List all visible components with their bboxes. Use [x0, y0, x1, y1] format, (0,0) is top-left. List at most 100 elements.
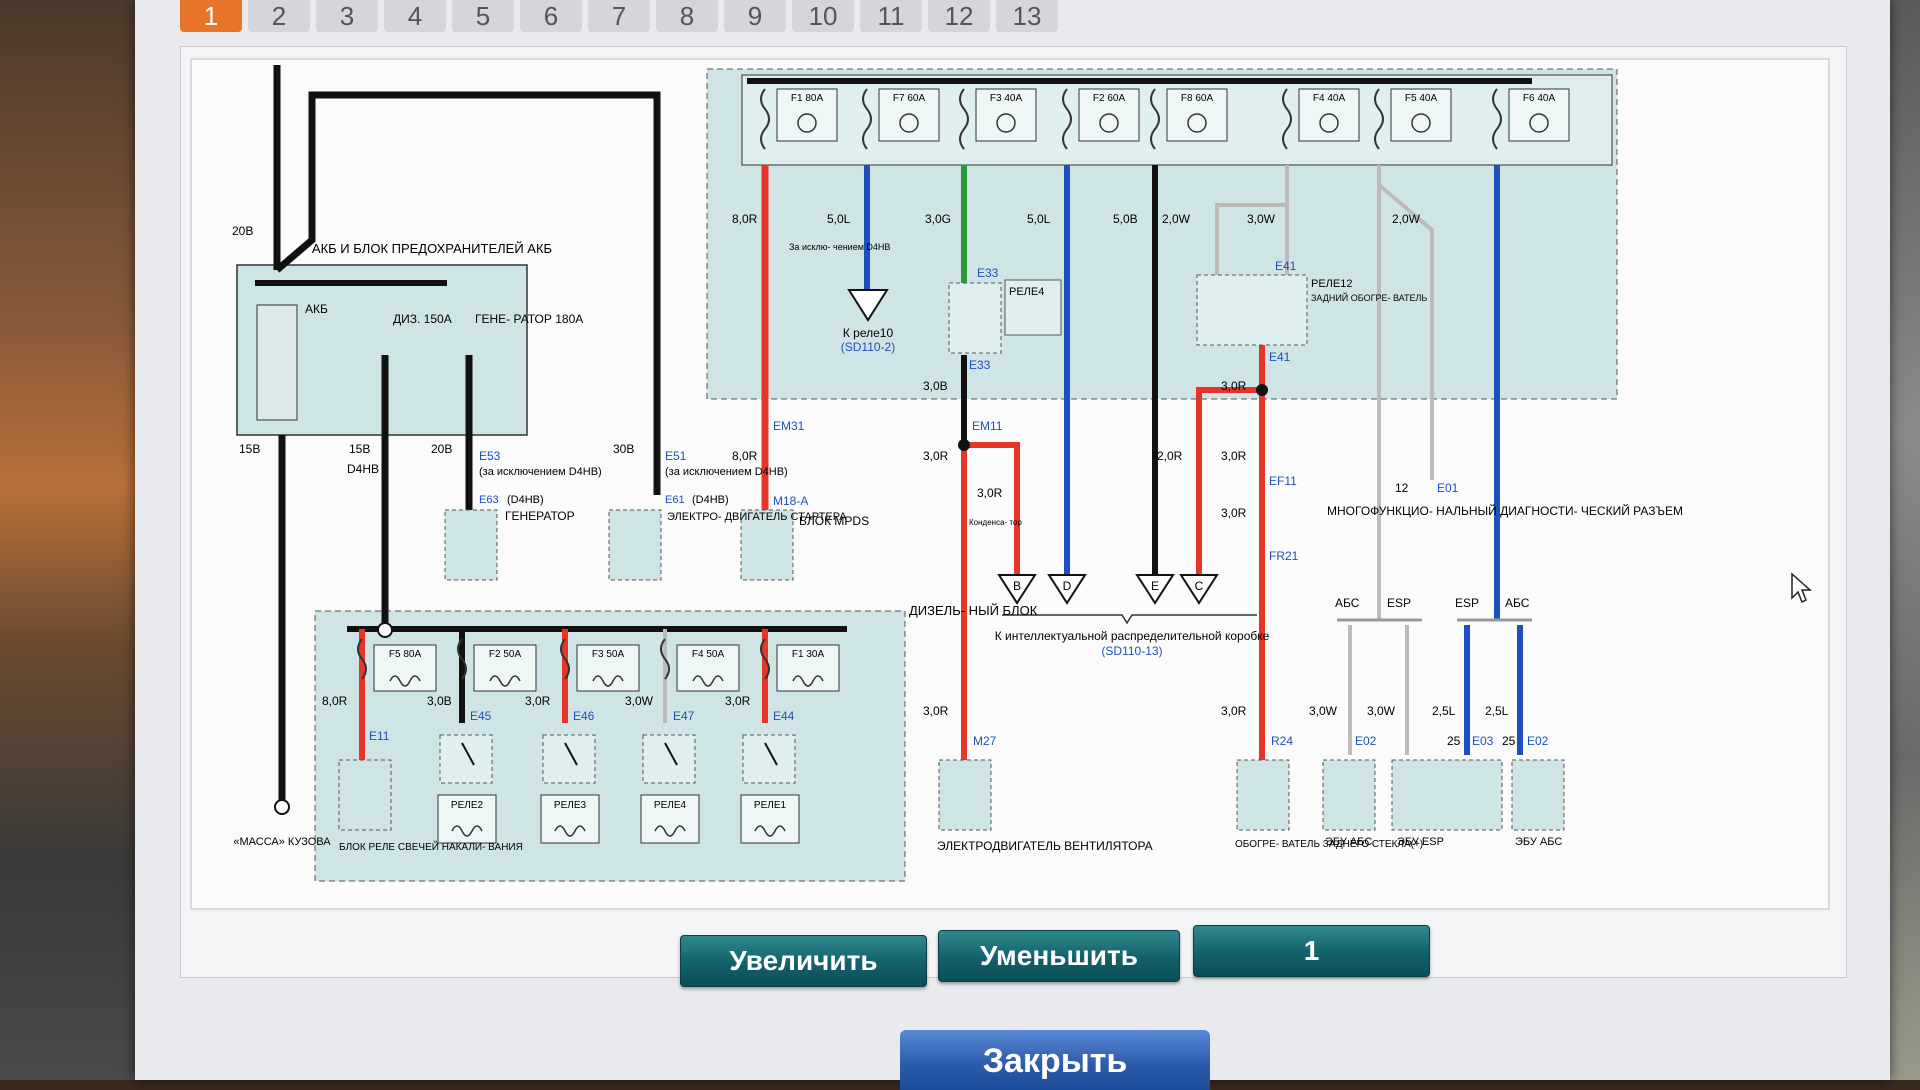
tab-page-10[interactable]: 10 [792, 0, 854, 32]
fan-motor-label: ЭЛЕКТРОДВИГАТЕЛЬ ВЕНТИЛЯТОРА [937, 839, 1153, 853]
relay-switch-box [542, 734, 596, 784]
tab-page-12[interactable]: 12 [928, 0, 990, 32]
connector-label: E61 [665, 494, 685, 506]
diesel-fuse-label: F5 80A [389, 649, 422, 660]
tab-page-13[interactable]: 13 [996, 0, 1058, 32]
fuse-symbol-icon [560, 638, 570, 680]
wire-label: 3,0R [977, 486, 1003, 500]
fuse-symbol-icon [1150, 88, 1160, 150]
relay-label: РЕЛЕ1 [754, 800, 787, 811]
wire-label: 2,0W [1392, 212, 1421, 226]
connector-label: E41 [1269, 350, 1291, 364]
note-label: (D4HB) [692, 494, 729, 506]
close-button[interactable]: Закрыть [900, 1030, 1210, 1090]
tab-page-5[interactable]: 5 [452, 0, 514, 32]
junction-diesel [377, 622, 393, 638]
zoom-out-button[interactable]: Уменьшить [938, 930, 1180, 982]
smart-box-brace [1002, 614, 1257, 625]
wire-label: 15B [239, 442, 260, 456]
wire-label: 2,0R [1157, 449, 1183, 463]
glow-relay-box [338, 759, 392, 831]
note-label: (за исключением D4HB) [479, 466, 602, 478]
desktop-background-left [0, 0, 140, 1080]
diag-connector-label: МНОГОФУНКЦИО- НАЛЬНЫЙ ДИАГНОСТИ- ЧЕСКИЙ … [1327, 503, 1683, 518]
tab-page-3[interactable]: 3 [316, 0, 378, 32]
tab-page-8[interactable]: 8 [656, 0, 718, 32]
heater-icon [692, 675, 724, 687]
wire-label: 3,0R [1221, 379, 1247, 393]
diesel-fuse-label: F2 50A [489, 649, 522, 660]
wire-label: 3,0W [1367, 704, 1396, 718]
connector-label: EM31 [773, 419, 805, 433]
wire-label: 3,0R [1221, 449, 1247, 463]
generator-label: ГЕНЕРАТОР [505, 509, 575, 523]
tab-page-6[interactable]: 6 [520, 0, 582, 32]
ebu-abs-a-box [1322, 759, 1376, 831]
wire-label: 3,0R [923, 449, 949, 463]
connector-label: E02 [1355, 734, 1377, 748]
diesel-block-label: ДИЗЕЛЬ- НЫЙ БЛОК [909, 603, 1038, 618]
connector-letter: D [1063, 579, 1072, 593]
wire-label: 5,0B [1113, 212, 1138, 226]
wire-label: 3,0R [1221, 704, 1247, 718]
fuse-symbol-icon [357, 638, 367, 680]
wire-label: 3,0W [1247, 212, 1276, 226]
connector-label: EM11 [972, 419, 1003, 433]
zoom-in-button[interactable]: Увеличить [680, 935, 927, 987]
relay12-desc: ЗАДНИЙ ОБОГРЕ- ВАТЕЛЬ [1311, 292, 1427, 303]
diesel-fuse-box [473, 644, 537, 692]
connector-d [1047, 574, 1087, 605]
tab-page-11[interactable]: 11 [860, 0, 922, 32]
esp-label: ESP [1387, 596, 1411, 610]
fuse-load-icon [1187, 113, 1207, 133]
ground-label: «МАССА» КУЗОВА [233, 836, 331, 848]
connector-label: E45 [470, 709, 492, 723]
ref-label: (SD110-2) [841, 340, 895, 354]
diesel-fuse-box [576, 644, 640, 692]
glow-block-label: БЛОК РЕЛЕ СВЕЧЕЙ НАКАЛИ- ВАНИЯ [339, 840, 523, 853]
wire-label: 3,0R [923, 704, 949, 718]
note-label: За исклю- чением D4HB [789, 242, 890, 252]
tab-page-2[interactable]: 2 [248, 0, 310, 32]
connector-label: E01 [1437, 481, 1459, 495]
relay10-label: К реле10 [843, 326, 894, 340]
tab-page-1[interactable]: 1 [180, 0, 242, 32]
tab-page-4[interactable]: 4 [384, 0, 446, 32]
page-number-button[interactable]: 1 [1193, 925, 1430, 977]
diesel-fuse-label: F1 30A [792, 649, 825, 660]
wire-label: 15B [349, 442, 370, 456]
wire-label: 3,0R [1221, 506, 1247, 520]
fuse-symbol-icon [760, 638, 770, 680]
tab-page-7[interactable]: 7 [588, 0, 650, 32]
relay-contact-icon [564, 742, 578, 766]
fuse-label: F5 40A [1405, 93, 1438, 104]
abs-label: АБС [1505, 596, 1530, 610]
ground-point [274, 799, 290, 815]
fuse-label: F3 40A [990, 93, 1023, 104]
relay-switch-box [439, 734, 493, 784]
wire-3or-b [964, 442, 1020, 575]
diesel-fuse-box [373, 644, 437, 692]
ebu-abs-label: ЭБУ АБС [1325, 836, 1372, 848]
tab-page-9[interactable]: 9 [724, 0, 786, 32]
rear-heater-box [1236, 759, 1290, 831]
relay12-label: РЕЛЕ12 [1311, 278, 1352, 290]
connector-c [1179, 574, 1219, 605]
ref-label: (SD110-13) [1101, 644, 1162, 658]
relay-label: РЕЛЕ2 [451, 800, 484, 811]
relay-contact-icon [664, 742, 678, 766]
mpds-box [740, 509, 794, 581]
connector-label: M27 [973, 734, 997, 748]
diesel-fuse-label: F4 50A [692, 649, 725, 660]
diesel-fuse-box [676, 644, 740, 692]
connector-letter: B [1013, 579, 1021, 593]
fuse-load-icon [899, 113, 919, 133]
fuse-symbol-icon [1492, 88, 1502, 150]
abs-label: АБС [1335, 596, 1360, 610]
fuse-symbol-icon [1374, 88, 1384, 150]
heater-icon [389, 675, 421, 687]
